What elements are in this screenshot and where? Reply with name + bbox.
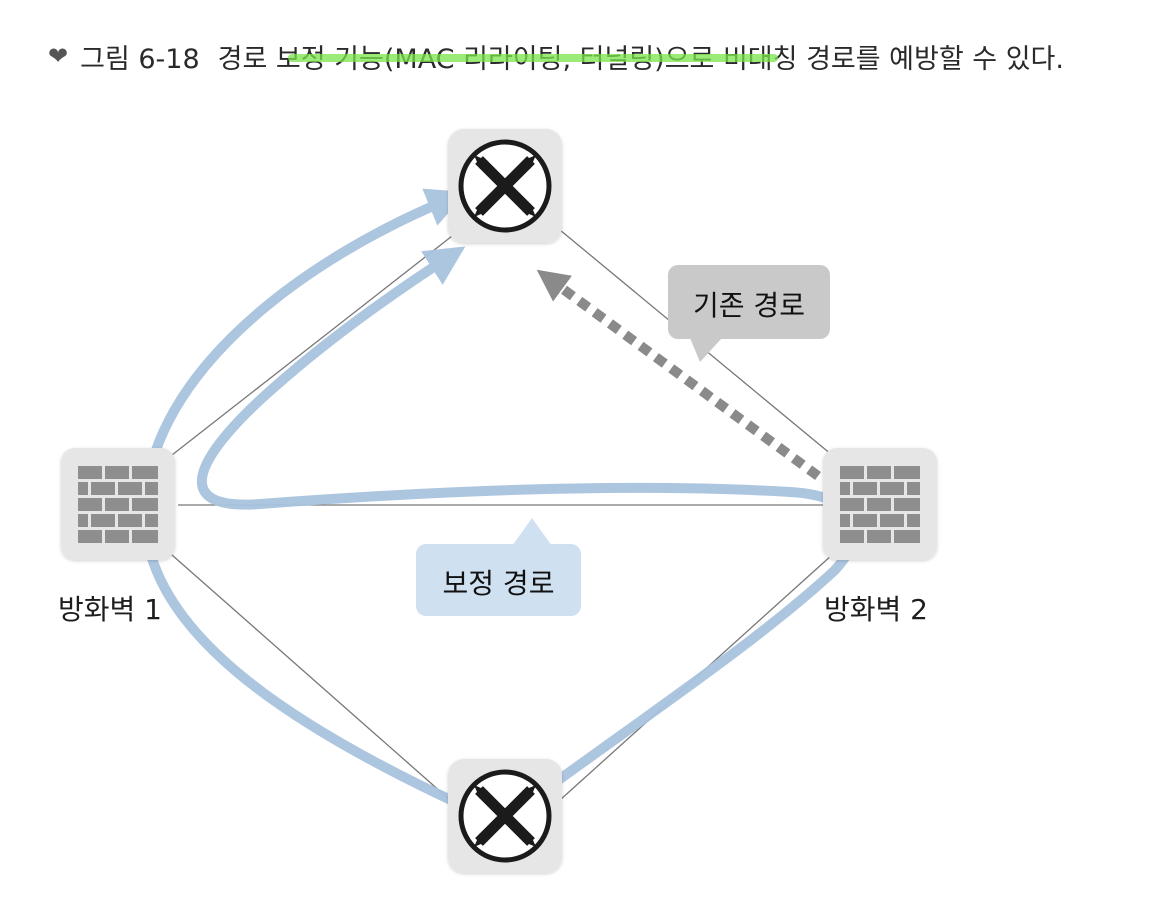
- figure-caption: ❤ 그림 6-18 경로 보정 기능(MAC 리라이팅, 터널링)으로 비대칭 …: [48, 36, 1064, 76]
- router-top: [448, 129, 562, 243]
- firewall-icon: [78, 466, 158, 543]
- highlighter-mark: [288, 54, 778, 62]
- heart-icon: ❤: [48, 42, 69, 70]
- router-bottom: [448, 759, 562, 873]
- callout-existing-label: 기존 경로: [693, 289, 805, 322]
- callout-corrected-label: 보정 경로: [442, 567, 555, 600]
- firewall-left: [61, 448, 175, 560]
- callout-existing-path: [668, 265, 830, 362]
- link-router-top-firewall-left: [171, 221, 471, 456]
- router-icon: [458, 139, 552, 233]
- firewall-right-label: 방화벽 2: [824, 593, 928, 626]
- firewall-right: [823, 448, 937, 560]
- figure-number: 그림 6-18: [80, 43, 200, 75]
- corrected-path-right: [197, 246, 861, 813]
- link-firewall-left-router-bottom: [171, 554, 451, 801]
- firewall-icon: [840, 466, 920, 543]
- firewall-left-label: 방화벽 1: [58, 593, 162, 626]
- callout-corrected-path: [416, 518, 581, 616]
- router-icon: [458, 769, 552, 863]
